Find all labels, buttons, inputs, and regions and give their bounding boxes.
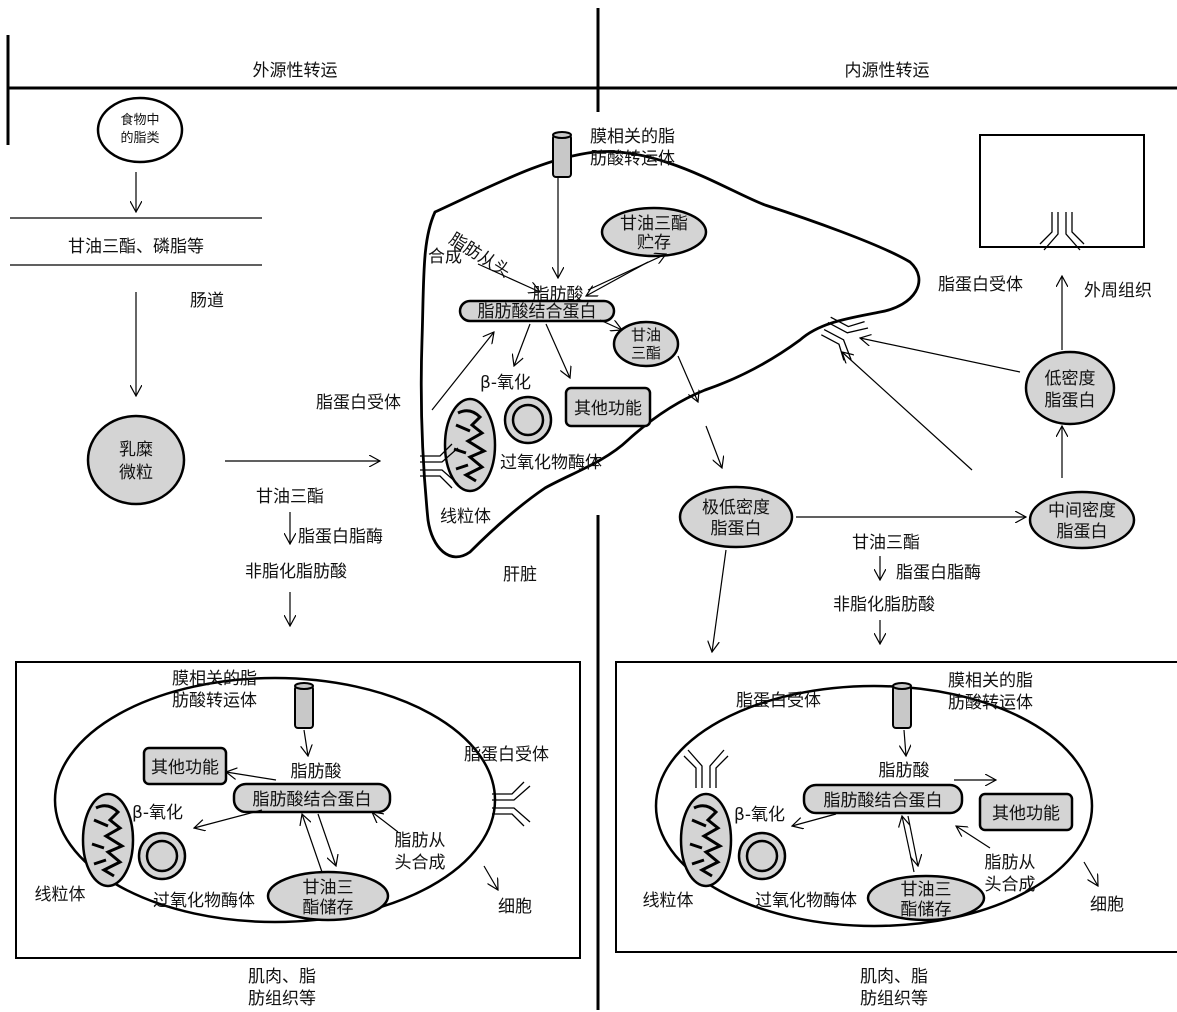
liver-tg-storage-label-1: 甘油三酯 [620,214,688,234]
idl-label-2: 脂蛋白 [1057,522,1108,542]
right-tissue-label-1: 肌肉、脂 [860,967,928,987]
right-peroxisome-icon [739,833,785,879]
left-denovo-label-2: 头合成 [395,853,446,873]
right-tissue-label-2: 肪组织等 [860,989,928,1009]
endogenous-header: 内源性转运 [845,61,930,81]
idl-label-1: 中间密度 [1048,501,1116,521]
endo-tg-label: 甘油三酯 [852,533,920,553]
right-peroxisome-label: 过氧化物酶体 [755,891,857,911]
left-cell-label: 细胞 [498,897,532,917]
left-peroxisome-label: 过氧化物酶体 [153,891,255,911]
exogenous-header: 外源性转运 [253,61,338,81]
chylomicron-label-2: 微粒 [119,463,153,483]
right-transporter-label-1: 膜相关的脂 [948,671,1033,691]
peripheral-receptor-label: 脂蛋白受体 [938,275,1023,295]
arrow-ldl-to-liver [860,338,1020,372]
left-transporter-label-2: 肪酸转运体 [172,691,257,711]
chylomicron-node [88,416,184,504]
arrow-liver-to-vldl [706,426,722,468]
dietary-lipid-node [98,98,182,162]
liver-fabp-label: 脂肪酸结合蛋白 [478,302,597,322]
chylomicron-label-1: 乳糜 [119,440,153,460]
liver-denovo-label-2: 合成 [428,247,462,267]
left-receptor-label: 脂蛋白受体 [464,745,549,765]
ldl-label-2: 脂蛋白 [1045,391,1096,411]
right-cell-label: 细胞 [1090,895,1124,915]
vldl-label-2: 脂蛋白 [711,519,762,539]
right-fa-label: 脂肪酸 [879,761,930,781]
peripheral-tissue-box [980,135,1144,247]
liver-transporter-label-1: 膜相关的脂 [590,127,675,147]
liver-tg-label-2: 三酯 [631,344,661,362]
endo-nefa-label: 非脂化脂肪酸 [833,595,935,615]
right-tg-storage-label-2: 酯储存 [901,900,952,920]
left-fa-label: 脂肪酸 [291,762,342,782]
left-peroxisome-icon [139,833,185,879]
right-denovo-label-1: 脂肪从 [985,853,1036,873]
right-transporter-icon [893,683,911,728]
left-tissue-label-2: 肪组织等 [248,989,316,1009]
peripheral-tissue-label: 外周组织 [1084,281,1152,301]
right-beta-ox-label: β-氧化 [734,805,785,825]
right-fabp-label: 脂肪酸结合蛋白 [824,791,943,811]
left-tg-storage-label-1: 甘油三 [303,878,354,898]
tg-phospholipid-label: 甘油三酯、磷脂等 [68,237,204,257]
ldl-label-1: 低密度 [1045,369,1096,389]
exo-tg-label: 甘油三酯 [256,487,324,507]
vldl-label-1: 极低密度 [702,498,770,518]
liver-beta-ox-label: β-氧化 [480,373,531,393]
right-denovo-label-2: 头合成 [985,875,1036,895]
right-mitochondria-icon [681,794,731,886]
left-mito-label: 线粒体 [35,885,86,905]
endo-lpl-label: 脂蛋白脂酶 [896,563,981,583]
left-fabp-label: 脂肪酸结合蛋白 [253,790,372,810]
left-transporter-icon [295,683,313,728]
liver-other-label: 其他功能 [574,399,642,419]
liver-name-label: 肝脏 [503,565,537,585]
liver-receptor-label: 脂蛋白受体 [316,393,401,413]
liver-peroxisome-icon [505,397,551,443]
left-other-label: 其他功能 [151,758,219,778]
liver-transporter-label-2: 肪酸转运体 [590,149,675,169]
right-other-label: 其他功能 [992,804,1060,824]
arrow-idl-to-liver [842,352,972,470]
left-tissue-label-1: 肌肉、脂 [248,967,316,987]
left-mitochondria-icon [83,794,133,886]
right-transporter-label-2: 肪酸转运体 [948,693,1033,713]
arrow-vldl-to-cell [712,550,726,652]
liver-mitochondria-icon [445,399,495,491]
left-transporter-label-1: 膜相关的脂 [172,669,257,689]
liver-tg-storage-label-2: 贮存 [637,233,671,253]
right-receptor-label: 脂蛋白受体 [736,691,821,711]
exo-lpl-label: 脂蛋白脂酶 [298,527,383,547]
right-tg-storage-label-1: 甘油三 [901,880,952,900]
intestine-label: 肠道 [190,291,224,311]
left-denovo-label-1: 脂肪从 [395,831,446,851]
dietary-lipid-label-2: 的脂类 [120,130,159,146]
liver-mito-label: 线粒体 [440,507,491,527]
liver-transporter-icon [553,132,571,177]
exo-nefa-label: 非脂化脂肪酸 [245,562,347,582]
liver-tg-label-1: 甘油 [631,326,661,344]
left-tg-storage-label-2: 酯储存 [303,898,354,918]
liver-peroxisome-label: 过氧化物酶体 [500,453,602,473]
left-beta-ox-label: β-氧化 [132,803,183,823]
dietary-lipid-label-1: 食物中 [120,112,159,128]
right-mito-label: 线粒体 [643,891,694,911]
